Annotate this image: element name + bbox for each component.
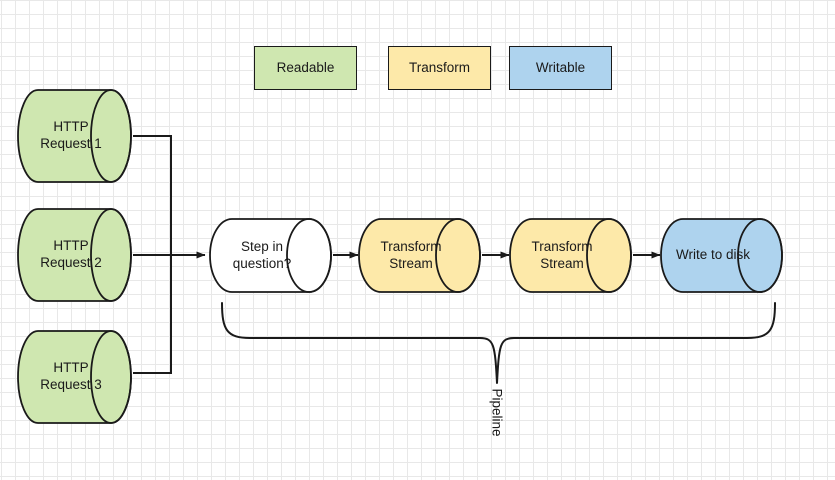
legend-label-readable: Readable: [276, 59, 335, 75]
pipeline-cylinder-step-in-question[interactable]: [209, 218, 332, 293]
pipeline-cylinder-write-to-disk[interactable]: [660, 218, 783, 293]
legend-label-transform: Transform: [408, 59, 470, 75]
legend-item-transform[interactable]: Transform: [388, 46, 491, 90]
legend-item-writable[interactable]: Writable: [509, 46, 612, 90]
source-cylinder-http-request-1[interactable]: [17, 89, 132, 183]
legend-item-readable[interactable]: Readable: [254, 46, 357, 90]
source-cylinder-http-request-3[interactable]: [17, 330, 132, 424]
pipeline-cylinder-transform-stream-2[interactable]: [509, 218, 632, 293]
legend-label-writable: Writable: [535, 59, 586, 75]
source-merge-connector: [133, 135, 206, 374]
pipeline-brace: [221, 302, 776, 384]
source-cylinder-http-request-2[interactable]: [17, 208, 132, 302]
pipeline-cylinder-transform-stream-1[interactable]: [358, 218, 481, 293]
pipeline-brace-label: Pipeline: [489, 388, 505, 437]
